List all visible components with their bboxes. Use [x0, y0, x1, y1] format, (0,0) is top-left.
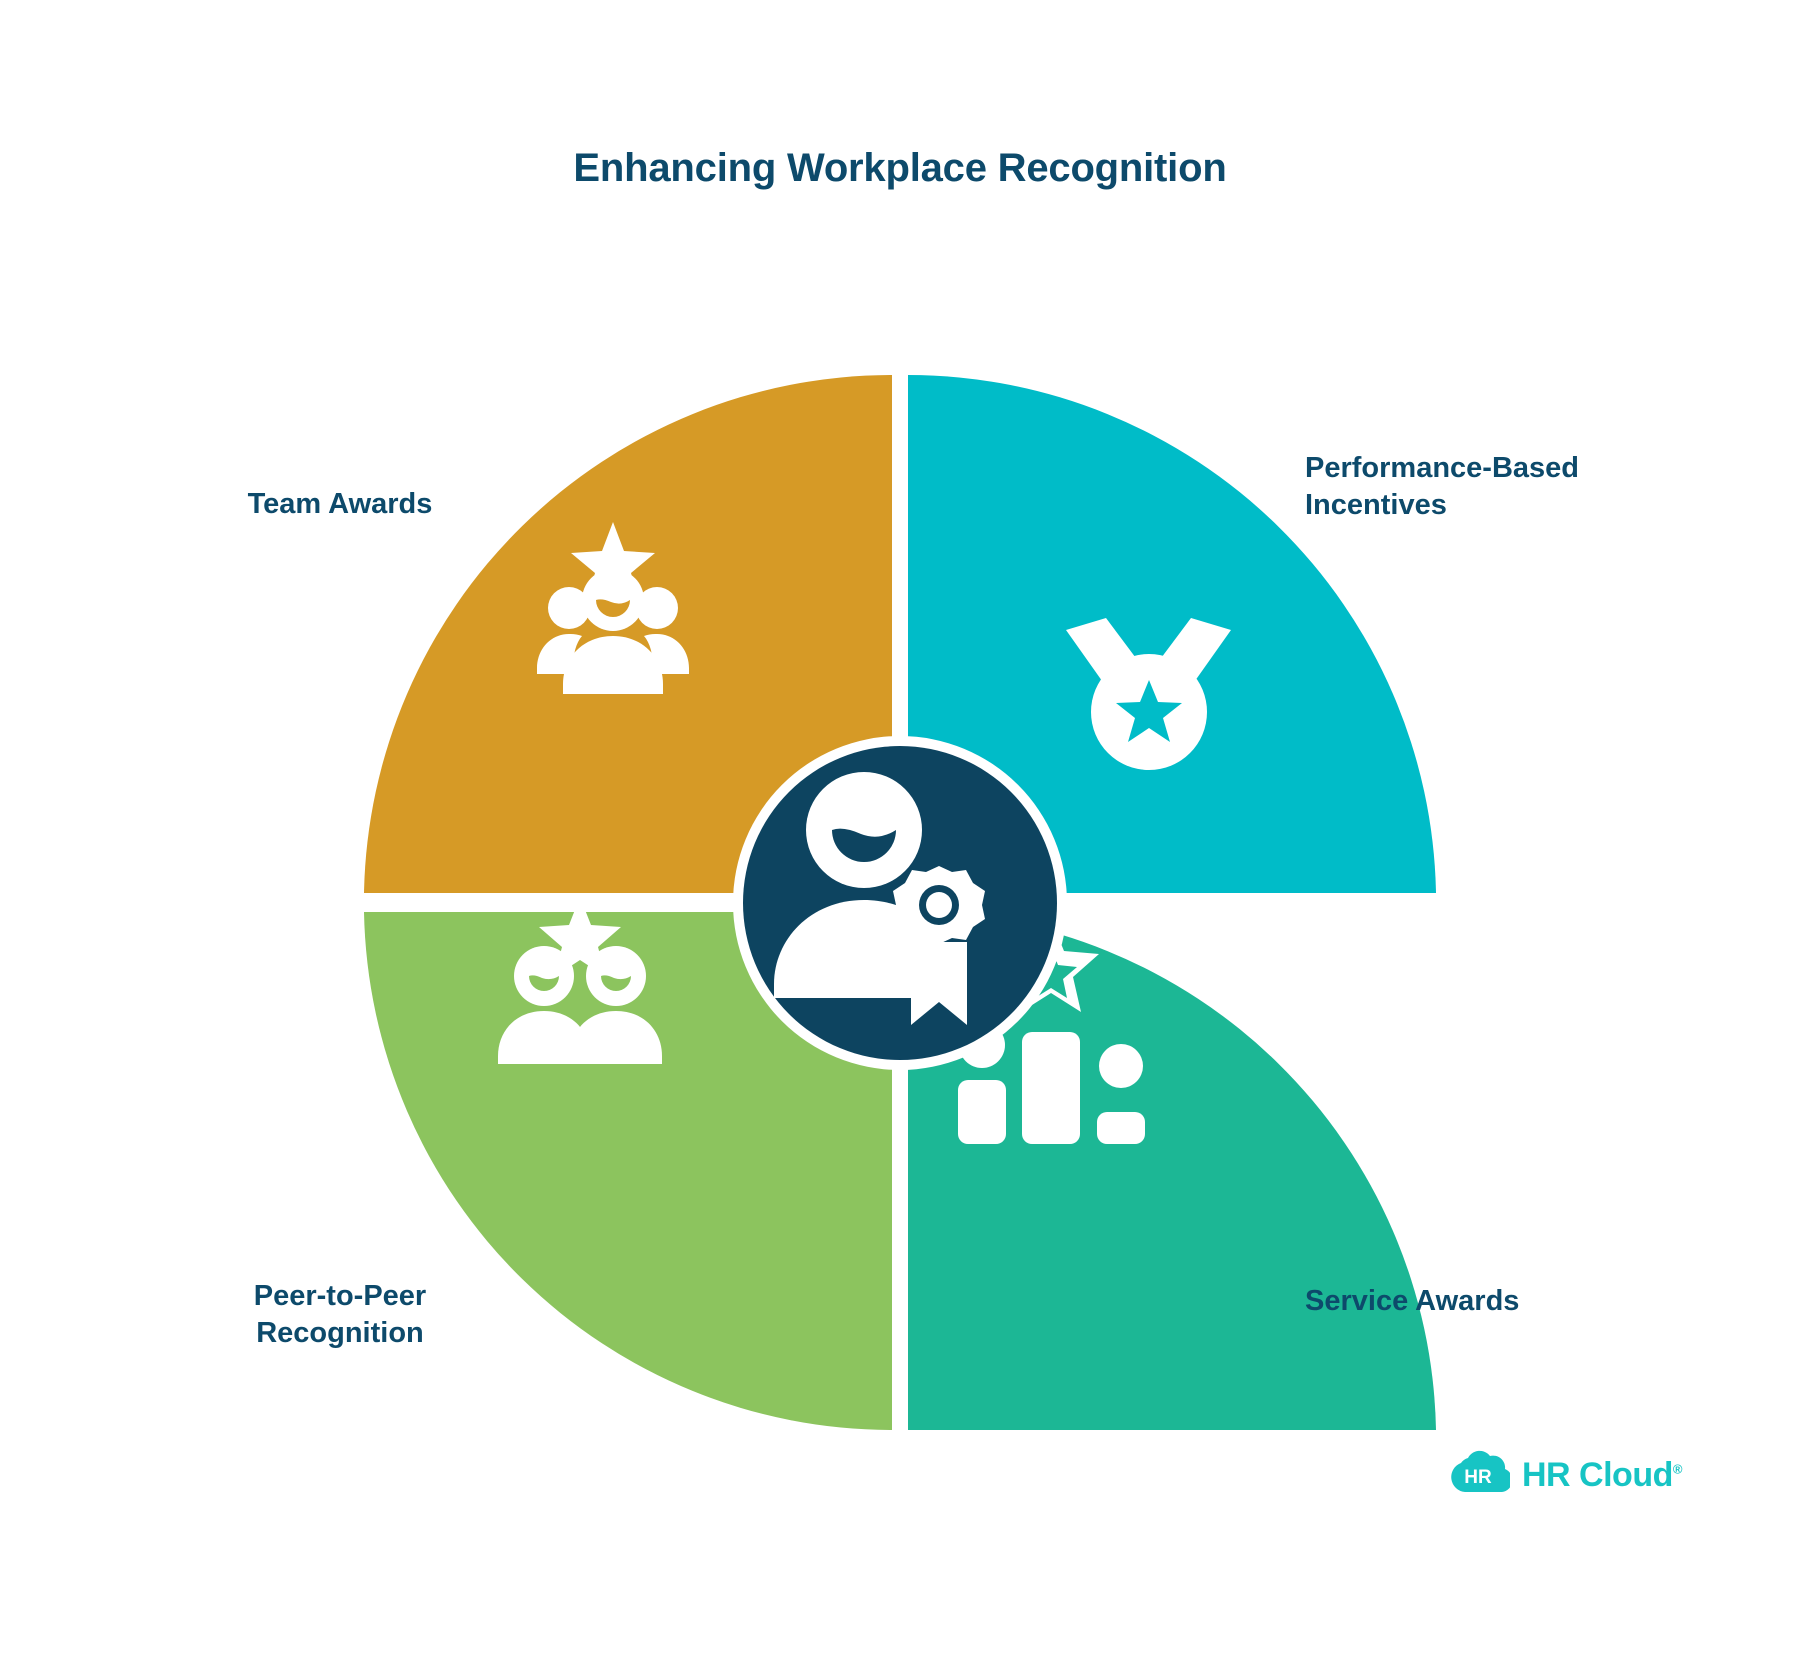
quadrant-label-service-awards-line1: Service Awards: [1305, 1285, 1520, 1317]
quadrant-label-team-awards: Team Awards: [160, 486, 520, 523]
center-hub[interactable]: [733, 736, 1067, 1070]
quadrant-performance-based-incentives-wedge[interactable]: [908, 375, 1436, 893]
quadrant-label-team-awards-line1: Team Awards: [247, 488, 433, 520]
quadrant-label-peer-to-peer-recognition: Peer-to-Peer Recognition: [160, 1278, 520, 1352]
brand-logo[interactable]: HR HR Cloud®: [1448, 1448, 1682, 1502]
quadrant-peer-to-peer-recognition-wedge[interactable]: [364, 912, 892, 1430]
quadrant-label-service-awards: Service Awards: [1305, 1283, 1685, 1320]
quadrant-team-awards[interactable]: [364, 375, 892, 893]
team-star-group-icon: [537, 522, 689, 694]
two-people-star-icon: [498, 897, 662, 1064]
page-title: Enhancing Workplace Recognition: [573, 146, 1227, 190]
quadrant-label-peer-to-peer-recognition-line1: Peer-to-Peer: [253, 1280, 427, 1312]
brand-wordmark-text: HR Cloud: [1522, 1455, 1673, 1494]
quadrant-team-awards-wedge[interactable]: [364, 375, 892, 893]
quadrant-peer-to-peer-recognition[interactable]: [364, 897, 892, 1430]
hr-cloud-logo-icon: HR: [1448, 1448, 1513, 1502]
svg-text:HR: HR: [1464, 1467, 1492, 1488]
brand-registered-mark: ®: [1672, 1461, 1683, 1477]
quadrant-label-performance-based-incentives: Performance-Based Incentives: [1305, 450, 1685, 524]
quadrant-label-performance-based-incentives-line1: Performance-Based: [1305, 452, 1579, 484]
quadrant-label-performance-based-incentives-line2: Incentives: [1305, 489, 1447, 522]
quadrant-label-peer-to-peer-recognition-line2: Recognition: [256, 1317, 424, 1350]
employee-award-icon: [774, 772, 985, 1025]
quadrant-performance-based-incentives[interactable]: [908, 375, 1436, 893]
medal-star-icon: [1066, 618, 1231, 770]
brand-wordmark: HR Cloud®: [1522, 1456, 1682, 1495]
